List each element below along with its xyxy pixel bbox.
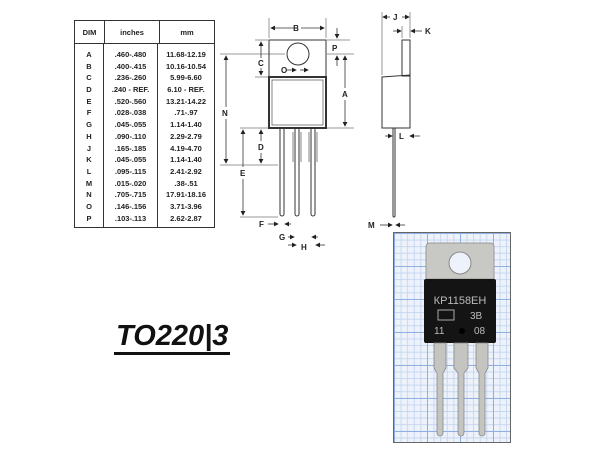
component-photo: КР1158ЕН 3В 11 08 xyxy=(393,232,511,443)
cell-mm: 2.62-2.87 xyxy=(170,213,202,223)
front-tab xyxy=(268,39,327,78)
cell-mm: 2.29-2.79 xyxy=(170,131,202,141)
side-tab xyxy=(401,39,411,77)
cell-inches: .146-.156 xyxy=(114,201,147,211)
label-b: B xyxy=(293,24,299,33)
inches-column: .460-.480 .400-.415 .236-.260 .240 - REF..5… xyxy=(104,43,158,227)
label-e: E xyxy=(240,169,246,178)
cell-dim: A xyxy=(86,50,92,59)
label-k: K xyxy=(425,27,431,36)
cell-mm: 6.10 - REF. xyxy=(167,85,205,95)
label-d: D xyxy=(258,143,264,152)
cell-inches: .705-.715 xyxy=(114,190,147,200)
cell-dim: F xyxy=(86,108,92,118)
lead-2 xyxy=(294,128,300,217)
label-g: G xyxy=(279,233,285,242)
label-l: L xyxy=(399,132,404,141)
cell-dim: B xyxy=(86,61,92,71)
mm-column: 11.68-12.19 10.16-10.54 5.99-6.60 6.10 - RE… xyxy=(158,43,214,227)
cell-inches: .095-.115 xyxy=(114,166,147,176)
cell-mm: 3.71-3.96 xyxy=(170,201,202,211)
cell-dim: N xyxy=(86,190,92,200)
cell-inches: .165-.185 xyxy=(114,143,147,153)
cell-inches: .520-.560 xyxy=(114,96,147,106)
cell-inches: .236-.260 xyxy=(114,73,147,83)
label-a: A xyxy=(342,90,348,99)
cell-mm: 5.99-6.60 xyxy=(170,73,202,83)
cell-dim: D xyxy=(86,85,92,95)
cell-mm: .71-.97 xyxy=(174,108,198,118)
cell-dim: P xyxy=(86,213,92,223)
marking-part-number: КР1158ЕН xyxy=(434,295,487,307)
label-f: F xyxy=(259,220,264,229)
cell-inches: .015-.020 xyxy=(114,178,147,188)
cell-mm: 4.19-4.70 xyxy=(170,143,202,153)
label-m: M xyxy=(368,221,375,230)
header-inches: inches xyxy=(105,21,160,43)
cell-inches: .103-.113 xyxy=(114,213,147,223)
cell-mm: .38-.51 xyxy=(174,178,198,188)
cell-dim: L xyxy=(86,166,92,176)
label-c: C xyxy=(258,59,264,68)
label-o: O xyxy=(281,66,287,75)
cell-inches: .240 - REF. xyxy=(111,85,150,95)
cell-mm: 10.16-10.54 xyxy=(165,61,207,71)
label-h: H xyxy=(301,243,307,252)
package-title: TO220|3 xyxy=(114,320,231,355)
cell-dim: J xyxy=(86,143,92,153)
manufacturer-logo xyxy=(437,309,455,321)
cell-inches: .028-.038 xyxy=(114,108,147,118)
marking-year: 11 xyxy=(434,326,445,337)
cell-dim: O xyxy=(86,201,92,211)
label-p: P xyxy=(332,44,338,53)
side-body xyxy=(381,74,411,129)
table-header: DIM inches mm xyxy=(75,21,214,44)
cell-dim: E xyxy=(86,96,92,106)
lead-3 xyxy=(310,128,316,217)
cell-dim: M xyxy=(85,178,93,188)
cell-inches: .090-.110 xyxy=(114,131,147,141)
cell-dim: K xyxy=(86,155,92,165)
cell-mm: 1.14-1.40 xyxy=(170,155,202,165)
cell-inches: .045-.055 xyxy=(114,120,147,130)
cell-inches: .045-.055 xyxy=(114,155,147,165)
label-j: J xyxy=(393,13,397,22)
cell-inches: .460-.480 xyxy=(114,50,147,59)
front-body xyxy=(268,76,327,129)
cell-mm: 17.91-18.16 xyxy=(165,190,207,200)
marking-code: 3В xyxy=(470,311,483,322)
label-n: N xyxy=(222,109,228,118)
cell-mm: 1.14-1.40 xyxy=(170,120,202,130)
cell-mm: 11.68-12.19 xyxy=(166,50,206,59)
cell-dim: C xyxy=(86,73,92,83)
lead-1 xyxy=(279,128,285,217)
cell-mm: 2.41-2.92 xyxy=(170,166,202,176)
marking-week: 08 xyxy=(474,326,486,337)
cell-mm: 13.21-14.22 xyxy=(165,96,207,106)
cell-dim: G xyxy=(86,120,92,130)
header-mm: mm xyxy=(180,27,194,37)
cell-inches: .400-.415 xyxy=(114,61,147,71)
cell-dim: H xyxy=(86,131,92,141)
mounting-hole xyxy=(286,42,310,66)
side-lead xyxy=(392,128,396,218)
header-dim: DIM xyxy=(75,21,105,43)
